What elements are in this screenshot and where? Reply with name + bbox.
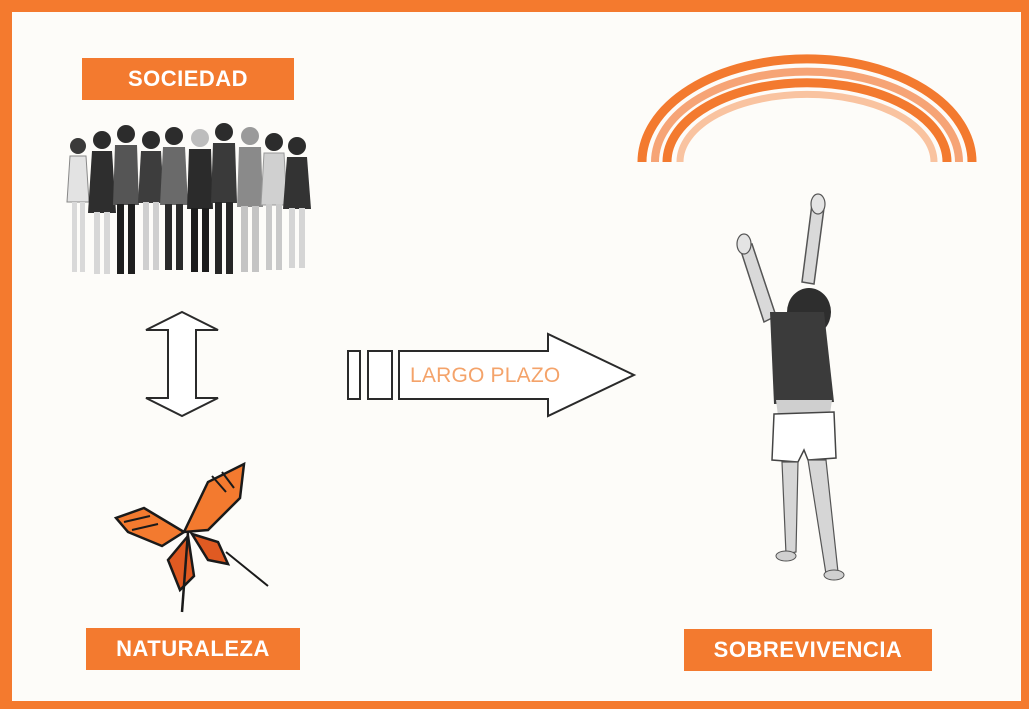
rainbow-icon [642, 59, 972, 162]
butterfly-illustration [116, 464, 268, 612]
diagram-graphics [12, 12, 1021, 701]
child-reaching-illustration [737, 194, 844, 580]
diagram-canvas: SOCIEDAD NATURALEZA SOBREVIVENCIA [12, 12, 1021, 701]
arrow-label-largo-plazo: LARGO PLAZO [410, 364, 560, 388]
double-arrow-icon [146, 312, 218, 416]
people-group-illustration [67, 123, 311, 274]
